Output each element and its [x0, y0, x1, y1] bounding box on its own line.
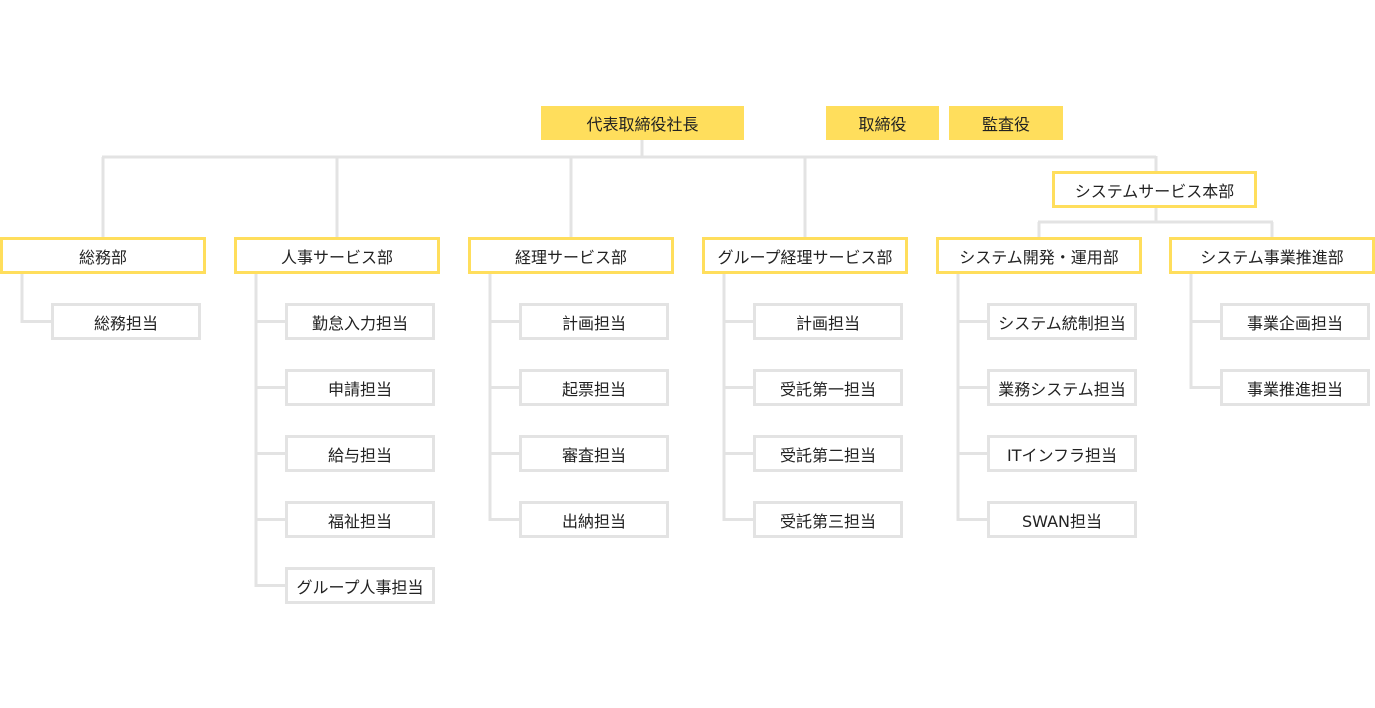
team-label: 受託第三担当 [779, 511, 876, 531]
team-box: 業務システム担当 [987, 369, 1137, 406]
team-label: 申請担当 [327, 379, 392, 399]
team-box: 起票担当 [519, 369, 669, 406]
headquarters-box: システムサービス本部 [1052, 171, 1257, 208]
team-label: グループ人事担当 [296, 577, 424, 597]
team-label: 事業推進担当 [1246, 379, 1343, 399]
team-box: システム統制担当 [987, 303, 1137, 340]
president-label: 代表取締役社長 [586, 115, 699, 134]
department-label: 総務部 [78, 247, 127, 267]
team-box: 総務担当 [51, 303, 201, 340]
team-label: SWAN担当 [1021, 511, 1103, 531]
department-box-general-affairs: 総務部 [0, 237, 206, 274]
team-label: 計画担当 [561, 313, 626, 333]
auditor-label: 監査役 [981, 115, 1030, 134]
team-label: 起票担当 [561, 379, 626, 399]
department-box-group-accounting: グループ経理サービス部 [702, 237, 908, 274]
department-label: グループ経理サービス部 [717, 247, 893, 267]
team-label: ITインフラ担当 [1006, 445, 1117, 465]
team-label: 計画担当 [795, 313, 860, 333]
department-box-system-dev-ops: システム開発・運用部 [936, 237, 1142, 274]
department-label: 経理サービス部 [514, 247, 627, 267]
auditor-box: 監査役 [949, 106, 1063, 140]
team-box: 受託第二担当 [753, 435, 903, 472]
department-label: システム事業推進部 [1200, 247, 1344, 267]
team-label: 事業企画担当 [1246, 313, 1343, 333]
team-label: 勤怠入力担当 [311, 313, 408, 333]
team-box: 出納担当 [519, 501, 669, 538]
department-box-system-business: システム事業推進部 [1169, 237, 1375, 274]
team-box: 福祉担当 [285, 501, 435, 538]
team-label: 受託第二担当 [779, 445, 876, 465]
team-box: 勤怠入力担当 [285, 303, 435, 340]
president-box: 代表取締役社長 [541, 106, 744, 140]
team-label: 総務担当 [93, 313, 158, 333]
team-box: 申請担当 [285, 369, 435, 406]
team-box: グループ人事担当 [285, 567, 435, 604]
team-label: 給与担当 [327, 445, 392, 465]
director-label: 取締役 [858, 115, 907, 134]
team-box: ITインフラ担当 [987, 435, 1137, 472]
department-label: システム開発・運用部 [959, 247, 1119, 267]
team-label: 審査担当 [561, 445, 626, 465]
team-box: 事業推進担当 [1220, 369, 1370, 406]
department-label: 人事サービス部 [280, 247, 393, 267]
team-box: 受託第一担当 [753, 369, 903, 406]
team-box: 受託第三担当 [753, 501, 903, 538]
department-box-hr-services: 人事サービス部 [234, 237, 440, 274]
team-label: 出納担当 [561, 511, 626, 531]
director-box: 取締役 [826, 106, 939, 140]
team-box: 給与担当 [285, 435, 435, 472]
team-box: SWAN担当 [987, 501, 1137, 538]
team-box: 事業企画担当 [1220, 303, 1370, 340]
team-label: 福祉担当 [327, 511, 392, 531]
team-box: 計画担当 [519, 303, 669, 340]
department-box-accounting-services: 経理サービス部 [468, 237, 674, 274]
team-label: 受託第一担当 [779, 379, 876, 399]
headquarters-label: システムサービス本部 [1074, 181, 1235, 201]
team-label: 業務システム担当 [998, 379, 1126, 399]
team-label: システム統制担当 [998, 313, 1126, 333]
team-box: 計画担当 [753, 303, 903, 340]
team-box: 審査担当 [519, 435, 669, 472]
